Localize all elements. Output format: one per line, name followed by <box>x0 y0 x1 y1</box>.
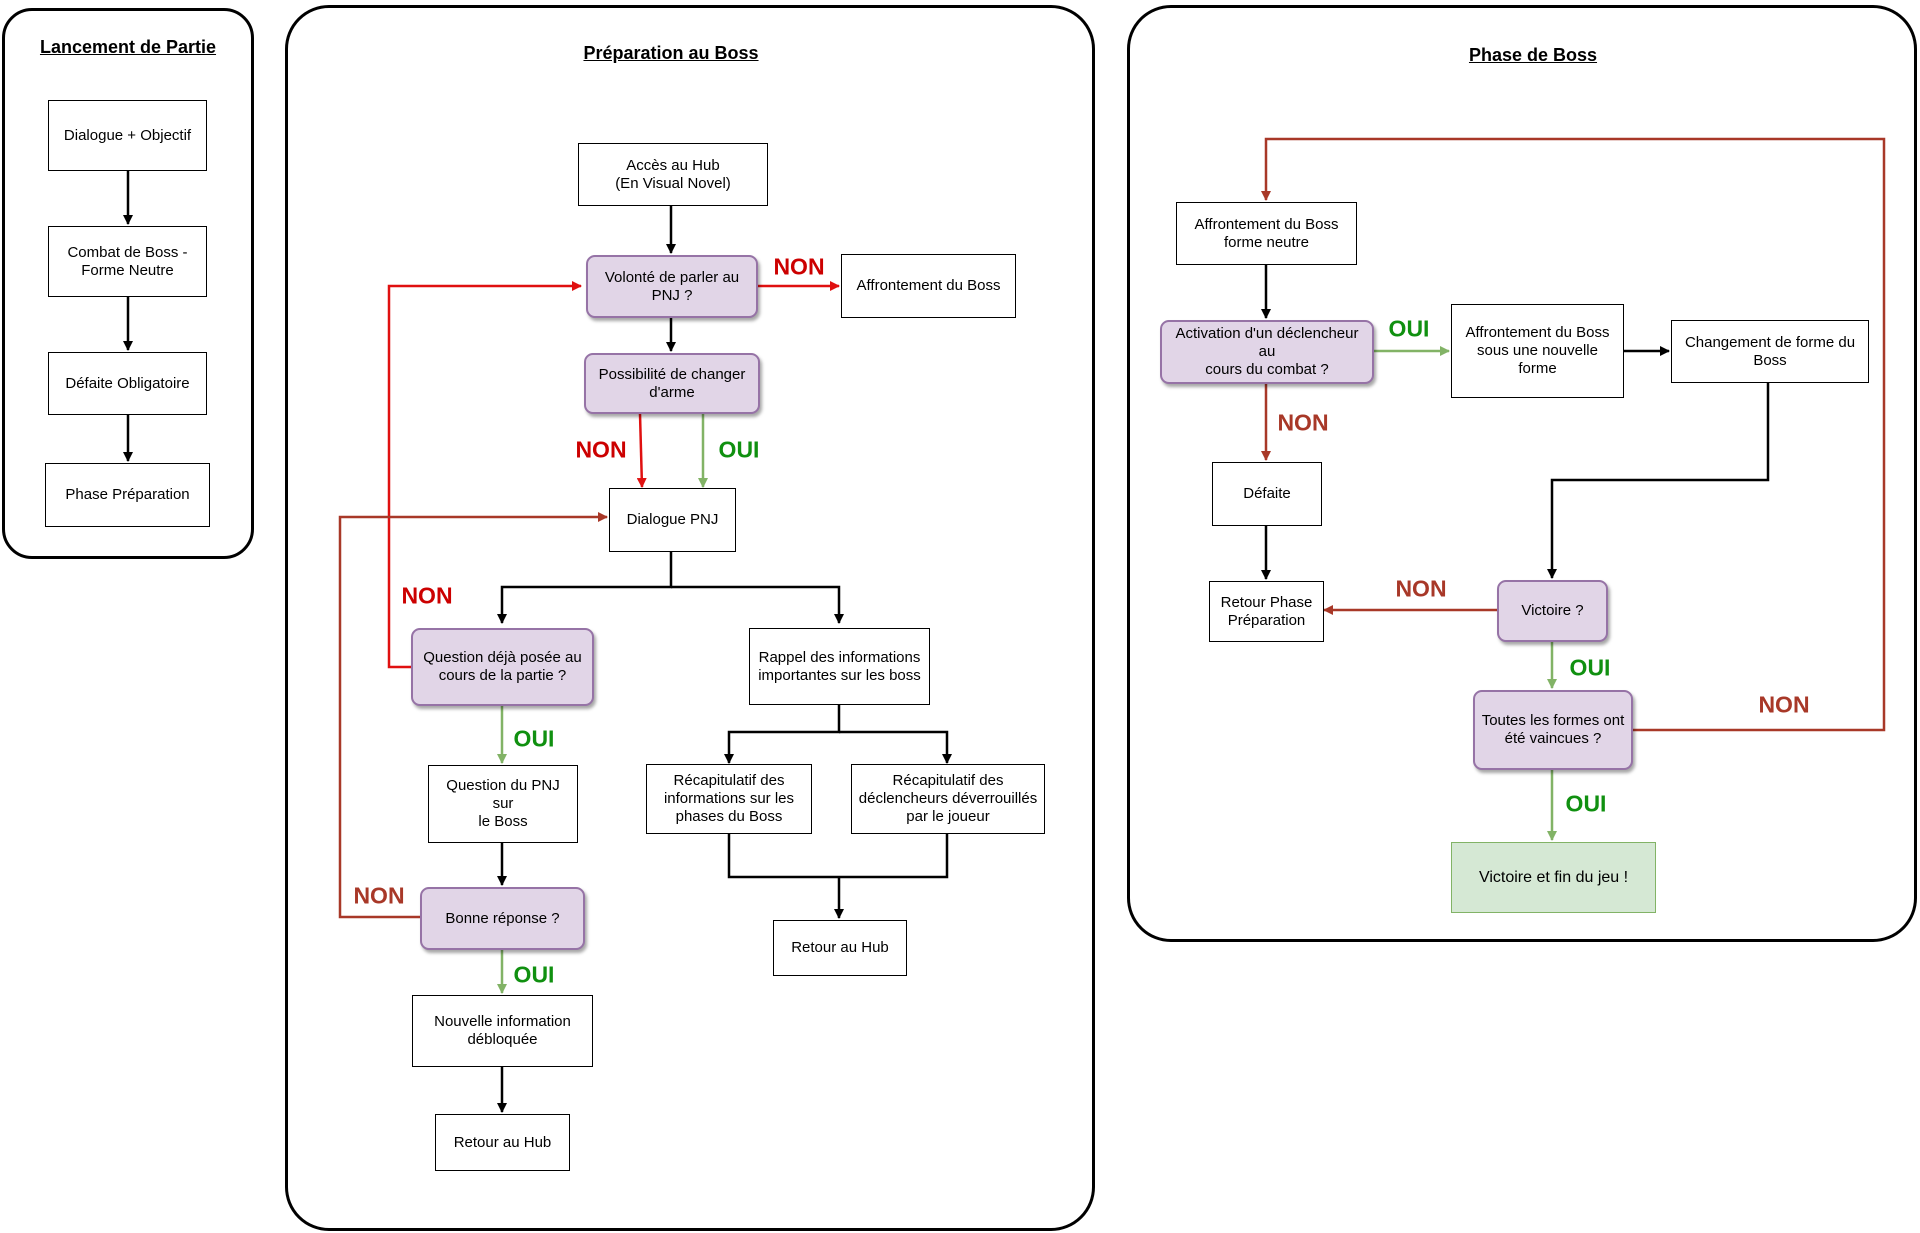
edge-arme-non-to-dialogue <box>636 413 647 488</box>
node-acces-hub: Accès au Hub (En Visual Novel) <box>578 143 768 206</box>
node-defaite-obligatoire: Défaite Obligatoire <box>48 352 207 415</box>
node-recap-declencheurs: Récapitulatif des déclencheurs déverroui… <box>851 764 1045 834</box>
label-non-arme: NON <box>575 436 627 463</box>
node-dialogue-objectif: Dialogue + Objectif <box>48 100 207 171</box>
edge-rappel-split <box>724 705 841 764</box>
node-retour-hub-2: Retour au Hub <box>435 1114 570 1171</box>
label-non-activation: NON <box>1277 409 1329 436</box>
label-oui-victoire: OUI <box>1569 654 1611 681</box>
edge-recaps-merge <box>727 834 949 879</box>
label-non-victoire: NON <box>1395 575 1447 602</box>
node-combat-neutre: Combat de Boss - Forme Neutre <box>48 226 207 297</box>
node-victoire: Victoire ? <box>1497 580 1608 642</box>
label-oui-toutes: OUI <box>1565 790 1607 817</box>
node-retour-phase-prep: Retour Phase Préparation <box>1209 581 1324 642</box>
group-title-preparation: Préparation au Boss <box>583 43 759 63</box>
edge-question-non-to-volonte <box>387 281 582 669</box>
node-activation-declencheur: Activation d'un déclencheur au cours du … <box>1160 320 1374 384</box>
label-oui-bonne: OUI <box>513 961 555 988</box>
edge-rappel-to-recap-decl <box>839 730 952 764</box>
node-volonte-parler: Volonté de parler au PNJ ? <box>586 255 758 318</box>
label-non-toutes: NON <box>1758 691 1810 718</box>
node-nouvelle-info: Nouvelle information débloquée <box>412 995 593 1067</box>
node-toutes-formes: Toutes les formes ont été vaincues ? <box>1473 690 1633 770</box>
edge-dialogue-to-rappel <box>671 585 844 624</box>
node-dialogue-pnj: Dialogue PNJ <box>609 488 736 552</box>
node-phase-preparation: Phase Préparation <box>45 463 210 527</box>
node-bonne-reponse: Bonne réponse ? <box>420 887 585 950</box>
label-non-question: NON <box>401 582 453 609</box>
node-question-pnj: Question du PNJ sur le Boss <box>428 765 578 843</box>
label-non-bonne: NON <box>353 882 405 909</box>
node-defaite: Défaite <box>1212 462 1322 526</box>
node-affrontement-nouvelle: Affrontement du Boss sous une nouvelle f… <box>1451 304 1624 398</box>
edge-dialogue-split <box>497 552 673 624</box>
edge-forme-non-loop <box>1261 137 1886 732</box>
node-changement-forme: Changement de forme du Boss <box>1671 320 1869 383</box>
node-affrontement-boss-prep: Affrontement du Boss <box>841 254 1016 318</box>
group-title-phase-boss: Phase de Boss <box>1468 45 1598 65</box>
label-oui-activation: OUI <box>1388 315 1430 342</box>
edge-bonne-non-to-dialogue <box>338 512 608 919</box>
node-changer-arme: Possibilité de changer d'arme <box>584 353 760 414</box>
node-affrontement-neutre: Affrontement du Boss forme neutre <box>1176 202 1357 265</box>
node-retour-hub-1: Retour au Hub <box>773 920 907 976</box>
node-recap-phases: Récapitulatif des informations sur les p… <box>646 764 812 834</box>
node-question-posee: Question déjà posée au cours de la parti… <box>411 628 594 706</box>
label-oui-question: OUI <box>513 725 555 752</box>
edge-changement-to-victoire <box>1547 383 1770 579</box>
node-rappel-infos: Rappel des informations importantes sur … <box>749 628 930 705</box>
label-oui-arme: OUI <box>718 436 760 463</box>
label-non-volonte: NON <box>773 253 825 280</box>
group-title-lancement: Lancement de Partie <box>39 37 217 57</box>
node-victoire-fin: Victoire et fin du jeu ! <box>1451 842 1656 913</box>
